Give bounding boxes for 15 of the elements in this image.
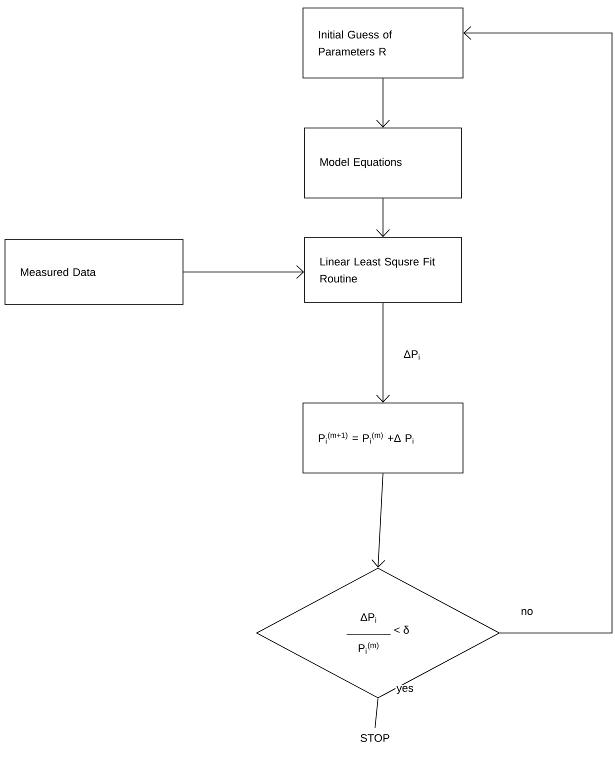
- process-box: Linear Least Squsre Fit Routine: [304, 237, 462, 303]
- arrow: [372, 473, 386, 568]
- edge-label: no: [520, 608, 534, 616]
- arrow: [463, 26, 612, 634]
- arrow: [376, 78, 390, 128]
- process-box: Initial Guess of Parameters R: [302, 8, 464, 78]
- process-box: Model Equations: [304, 128, 462, 198]
- terminal-text: STOP: [360, 734, 390, 742]
- edge-label: yes: [395, 684, 415, 696]
- arrow: [376, 198, 390, 238]
- process-box: P$_{i}$$^{(m+1)}$ = P$_{i}$$^{(m)}$ +Δ P$_{i}$: [302, 402, 464, 474]
- arrow: [376, 302, 390, 403]
- process-box: Measured Data: [4, 239, 184, 305]
- edge-label: ΔP$_{i}$: [402, 349, 422, 361]
- arrow: [183, 265, 304, 279]
